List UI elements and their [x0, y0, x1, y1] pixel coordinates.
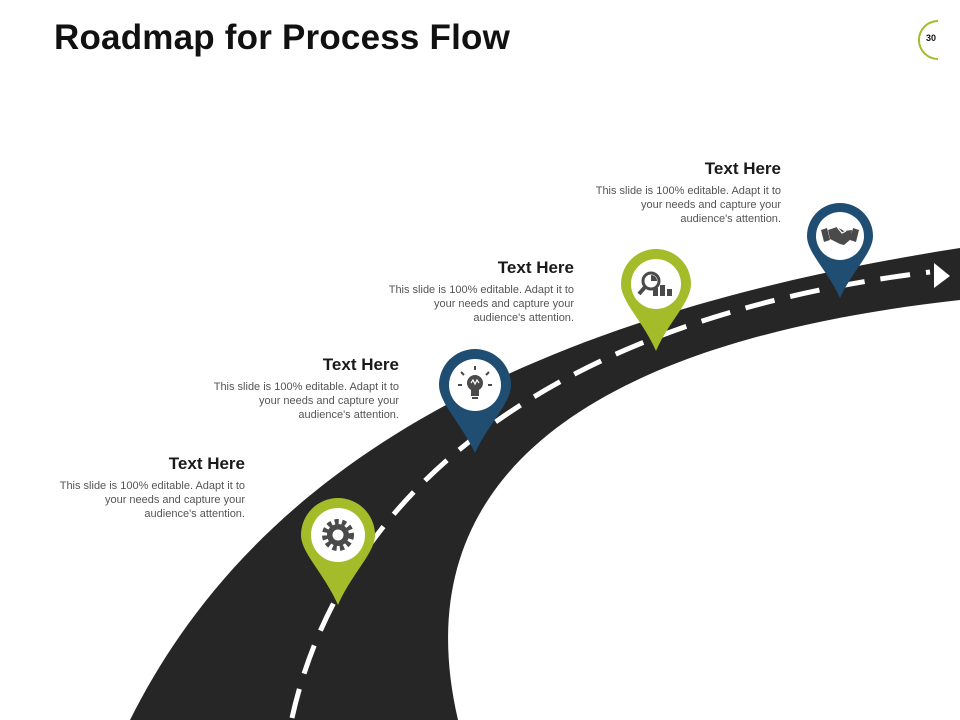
- step-3-heading: Text Here: [497, 258, 574, 277]
- page-title: Roadmap for Process Flow: [54, 18, 511, 57]
- step-2-heading: Text Here: [322, 355, 399, 374]
- step-3-text: Text Here This slide is 100% editable. A…: [379, 258, 574, 325]
- step-2-text: Text Here This slide is 100% editable. A…: [204, 355, 399, 422]
- magnifier-chart-icon: [637, 271, 672, 296]
- pin-3: [621, 249, 691, 351]
- lightbulb-icon: [458, 366, 492, 399]
- step-1-body: This slide is 100% editable. Adapt it to…: [59, 480, 245, 520]
- pin-2: [439, 349, 511, 453]
- road-center-dashes: [289, 269, 931, 719]
- step-4-heading: Text Here: [704, 159, 781, 178]
- step-1-heading: Text Here: [168, 454, 245, 473]
- page-number-arc: [918, 20, 939, 60]
- step-4-body: This slide is 100% editable. Adapt it to…: [595, 185, 781, 225]
- pin-1: [301, 498, 375, 605]
- step-3-body: This slide is 100% editable. Adapt it to…: [388, 284, 574, 324]
- step-1-text: Text Here This slide is 100% editable. A…: [50, 454, 245, 521]
- gear-icon: [322, 519, 354, 551]
- road-arrow-head: [934, 263, 950, 288]
- pin-4: [807, 203, 873, 298]
- page-number: 30: [926, 33, 937, 43]
- step-2-body: This slide is 100% editable. Adapt it to…: [213, 381, 399, 421]
- handshake-icon: [821, 226, 859, 245]
- step-4-text: Text Here This slide is 100% editable. A…: [586, 159, 781, 226]
